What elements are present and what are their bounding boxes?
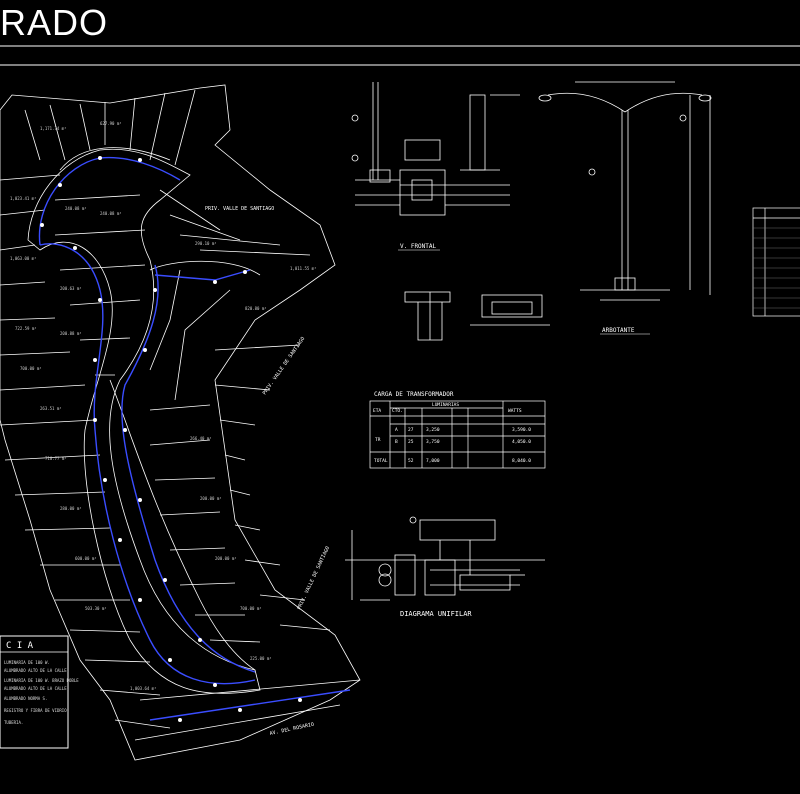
svg-text:503.30 m²: 503.30 m² xyxy=(85,606,107,611)
legend-line: LUMINARIA DE 100 W. BRAZO DOBLE xyxy=(4,678,79,683)
svg-text:263.51 m²: 263.51 m² xyxy=(40,406,62,411)
svg-text:240.08 m²: 240.08 m² xyxy=(65,206,87,211)
svg-text:722.59 m²: 722.59 m² xyxy=(15,326,37,331)
carga-cell: 27 xyxy=(408,427,414,433)
svg-text:1,171.74 m²: 1,171.74 m² xyxy=(40,126,67,131)
svg-text:700.00 m²: 700.00 m² xyxy=(240,606,262,611)
carga-cell: 4,050.0 xyxy=(512,439,531,445)
road-label-right1: PRIV. VALLE DE SANTIAGO xyxy=(262,336,307,396)
carga-header: LUMINARIAS xyxy=(432,402,459,408)
carga-table: CARGA DE TRANSFORMADOR ETA CTO. LUMINARI… xyxy=(369,391,546,469)
svg-text:225.00 m²: 225.00 m² xyxy=(250,656,272,661)
road-label-top: PRIV. VALLE DE SANTIAGO xyxy=(205,206,274,212)
subdivision-plan xyxy=(0,84,361,761)
carga-cell: 25 xyxy=(408,439,414,445)
carga-cell: 3,750 xyxy=(426,439,440,445)
carga-cell: 3,250 xyxy=(426,427,440,433)
road-label-right2: PRIV. VALLE DE SANTIAGO xyxy=(296,546,331,611)
legend-line: ALUMBRADO ALTO DE LA CALLE. xyxy=(4,686,69,691)
legend-line: ALUMBRADO ALTO DE LA CALLE. xyxy=(4,668,69,673)
drawing-title: RADO xyxy=(0,2,109,43)
light-fixture-markers xyxy=(40,156,302,722)
svg-text:627.90 m²: 627.90 m² xyxy=(100,121,122,126)
legend-line: LUMINARIA DE 100 W. xyxy=(4,660,50,665)
carga-header: ETA xyxy=(373,408,381,414)
arbotante-label: ARBOTANTE xyxy=(602,327,635,334)
material-list-table xyxy=(752,207,800,317)
lot-area-labels: 1,171.74 m² 627.90 m² 1,023.41 m² 240.08 m… xyxy=(10,121,317,691)
frontal-view-detail xyxy=(351,82,520,216)
frontal-view-label: V. FRONTAL xyxy=(400,243,437,250)
legend-line: TUBERIA. xyxy=(4,720,23,725)
svg-text:820.80 m²: 820.80 m² xyxy=(245,306,267,311)
arbotante-pole xyxy=(538,81,712,301)
svg-text:1,023.41 m²: 1,023.41 m² xyxy=(10,196,37,201)
carga-total-label: TOTAL xyxy=(374,458,388,464)
carga-cell: B xyxy=(395,439,398,445)
svg-text:200.00 m²: 200.00 m² xyxy=(215,556,237,561)
svg-text:700.00 m²: 700.00 m² xyxy=(20,366,42,371)
svg-text:200.88 m²: 200.88 m² xyxy=(60,331,82,336)
carga-title: CARGA DE TRANSFORMADOR xyxy=(374,391,454,398)
svg-text:266.40 m²: 266.40 m² xyxy=(190,436,212,441)
svg-text:1,063.00 m²: 1,063.00 m² xyxy=(10,256,37,261)
svg-text:280.00 m²: 280.00 m² xyxy=(60,506,82,511)
carga-header: WATTS xyxy=(508,408,522,414)
legend-line: ALUMBRADO NORMA S. xyxy=(4,696,47,701)
carga-total: 8,040.0 xyxy=(512,458,531,464)
carga-total: 52 xyxy=(408,458,414,464)
svg-text:290.10 m²: 290.10 m² xyxy=(195,241,217,246)
svg-text:600.00 m²: 600.00 m² xyxy=(75,556,97,561)
svg-text:240.08 m²: 240.08 m² xyxy=(100,211,122,216)
svg-text:200.63 m²: 200.63 m² xyxy=(60,286,82,291)
carga-total: 7,000 xyxy=(426,458,440,464)
svg-text:200.00 m²: 200.00 m² xyxy=(200,496,222,501)
carga-cell: 3,590.0 xyxy=(512,427,531,433)
legend-box: C I A LUMINARIA DE 100 W. ALUMBRADO ALTO… xyxy=(0,635,79,749)
carga-cell: A xyxy=(395,427,398,433)
carga-header: CTO. xyxy=(392,408,403,414)
legend-heading: C I A xyxy=(6,641,34,651)
svg-text:1,003.64 m²: 1,003.64 m² xyxy=(130,686,157,691)
carga-cell: TR xyxy=(375,437,381,443)
material-list-rows xyxy=(753,227,800,309)
svg-text:710.77 m²: 710.77 m² xyxy=(45,456,67,461)
diagrama-unifilar xyxy=(345,516,545,601)
registro-details xyxy=(404,291,550,341)
legend-line: REGISTRO Y FIBRA DE VIDRIO. xyxy=(4,708,69,713)
svg-text:1,011.55 m²: 1,011.55 m² xyxy=(290,266,317,271)
diagrama-label: DIAGRAMA UNIFILAR xyxy=(400,610,472,618)
